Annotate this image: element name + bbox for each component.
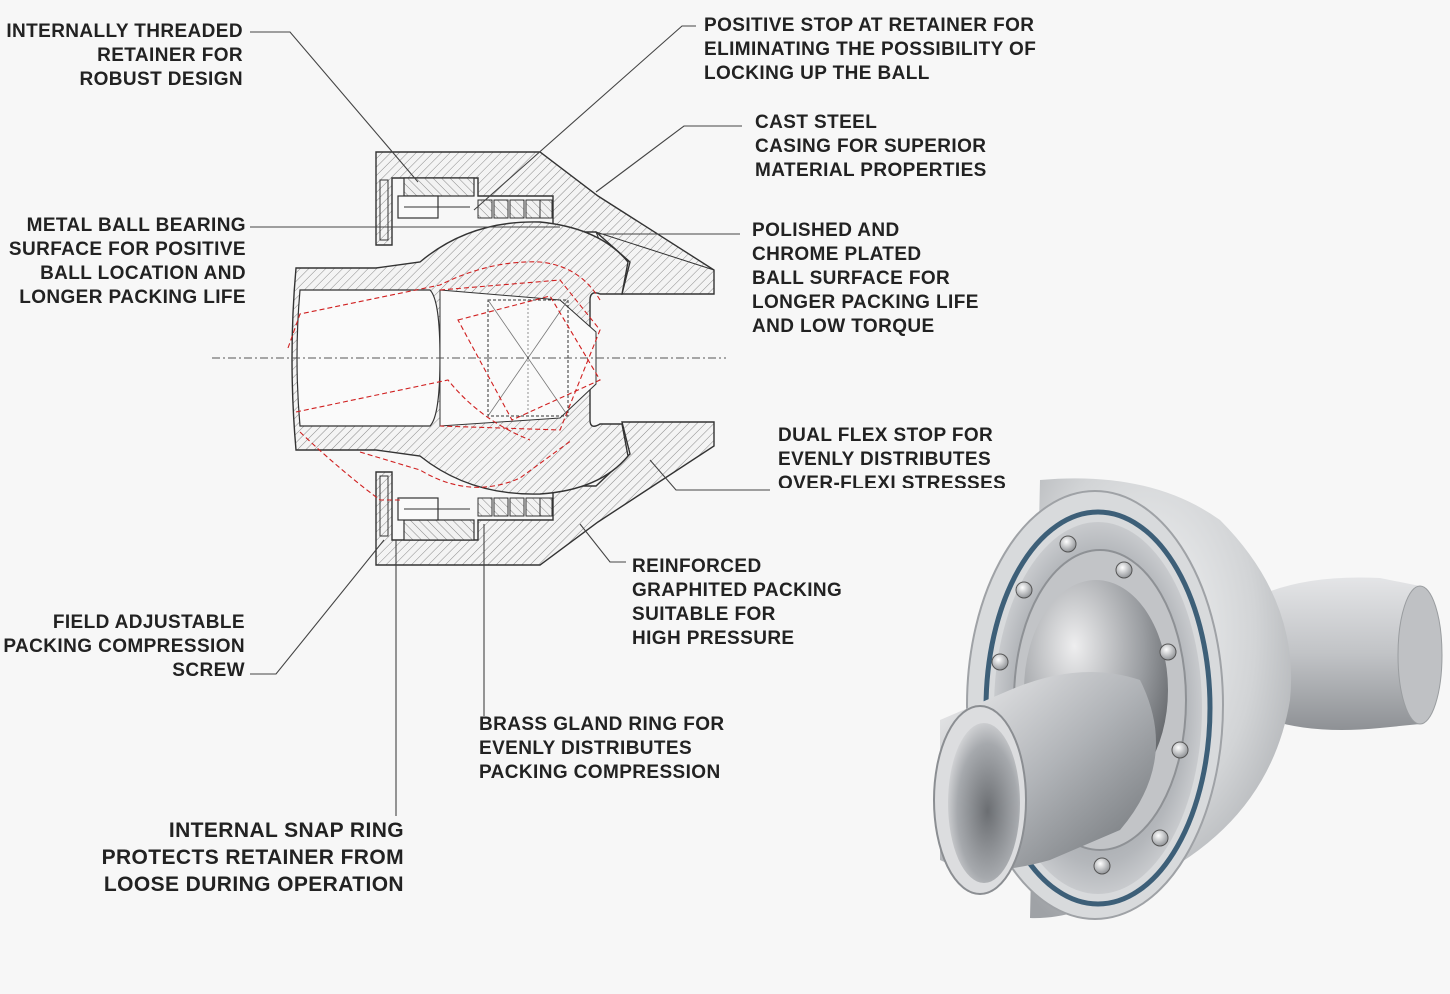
callout-brass-gland-ring: BRASS GLAND RING FOR EVENLY DISTRIBUTES … — [479, 713, 725, 785]
callout-line: CHROME PLATED — [752, 244, 922, 265]
callout-line: LOOSE DURING OPERATION — [103, 873, 404, 896]
callout-line: DUAL FLEX STOP FOR — [778, 425, 994, 446]
callout-reinforced-packing: REINFORCED GRAPHITED PACKING SUITABLE FO… — [632, 555, 842, 651]
callout-line: POLISHED AND — [752, 220, 900, 241]
callout-line: INTERNALLY THREADED — [6, 21, 243, 42]
callout-line: REINFORCED — [632, 556, 762, 577]
callout-dual-flex-stop: DUAL FLEX STOP FOR EVENLY DISTRIBUTES OV… — [778, 424, 1006, 488]
callout-line: LOCKING UP THE BALL — [704, 63, 930, 84]
callout-line: EVENLY DISTRIBUTES — [479, 738, 693, 759]
callout-line: PACKING COMPRESSION — [3, 636, 245, 657]
callout-line: POSITIVE STOP AT RETAINER FOR — [704, 15, 1035, 36]
callout-line: BALL SURFACE FOR — [752, 268, 951, 289]
callout-cast-steel: CAST STEEL CASING FOR SUPERIOR MATERIAL … — [755, 111, 987, 183]
callout-internal-snap-ring: INTERNAL SNAP RING PROTECTS RETAINER FRO… — [102, 817, 404, 898]
callout-line: SUITABLE FOR — [632, 604, 776, 625]
ball-joint-photo — [933, 478, 1443, 920]
callout-metal-ball-bearing: METAL BALL BEARING SURFACE FOR POSITIVE … — [9, 214, 246, 310]
callout-line: RETAINER FOR — [97, 45, 243, 66]
callout-line: CASING FOR SUPERIOR — [755, 136, 987, 157]
callout-line: SURFACE FOR POSITIVE — [8, 239, 246, 260]
callout-line: SCREW — [172, 660, 245, 681]
callout-line: AND LOW TORQUE — [752, 316, 935, 337]
callout-line: EVENLY DISTRIBUTES — [778, 449, 992, 470]
callout-line: BRASS GLAND RING FOR — [479, 714, 725, 735]
callout-line: LONGER PACKING LIFE — [19, 287, 246, 308]
leader-lines — [250, 25, 770, 816]
callout-line: INTERNAL SNAP RING — [168, 819, 404, 842]
deflected-outline — [287, 261, 601, 501]
callout-line: BALL LOCATION AND — [40, 263, 246, 284]
callout-line: ROBUST DESIGN — [79, 69, 243, 90]
callout-line: PROTECTS RETAINER FROM — [101, 846, 404, 869]
callout-line: MATERIAL PROPERTIES — [755, 160, 987, 181]
callout-line: METAL BALL BEARING — [26, 215, 246, 236]
callout-line: GRAPHITED PACKING — [632, 580, 843, 601]
callout-line: HIGH PRESSURE — [632, 628, 795, 649]
callout-polished-ball: POLISHED AND CHROME PLATED BALL SURFACE … — [752, 219, 979, 339]
callout-retainer: INTERNALLY THREADED RETAINER FOR ROBUST … — [6, 20, 243, 92]
callout-positive-stop: POSITIVE STOP AT RETAINER FOR ELIMINATIN… — [704, 14, 1036, 86]
callout-line: FIELD ADJUSTABLE — [52, 612, 245, 633]
callout-line: CAST STEEL — [755, 112, 878, 133]
callout-field-adjustable-screw: FIELD ADJUSTABLE PACKING COMPRESSION SCR… — [3, 611, 245, 683]
callout-line: OVER-FLEXI STRESSES — [778, 473, 1007, 488]
callout-line: ELIMINATING THE POSSIBILITY OF — [704, 39, 1037, 60]
callout-line: PACKING COMPRESSION — [479, 762, 721, 783]
callout-line: LONGER PACKING LIFE — [752, 292, 979, 313]
retainer-section — [379, 177, 553, 541]
